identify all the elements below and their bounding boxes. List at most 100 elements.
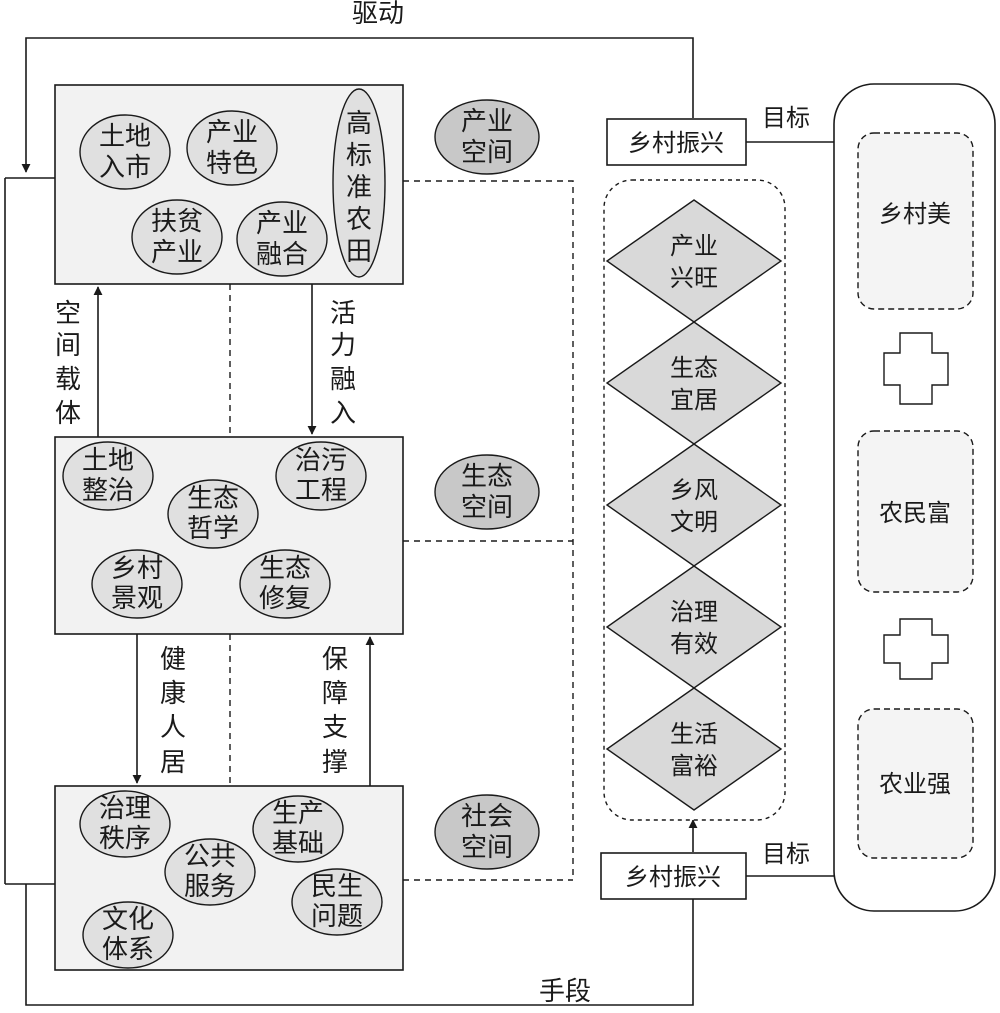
society-item-public-service-line1: 公共 bbox=[184, 842, 236, 872]
diamond-affluent-life: 生活 富裕 bbox=[605, 687, 783, 811]
goal-beautiful-village: 乡村美 bbox=[857, 132, 974, 310]
label-support-1: 保 bbox=[322, 645, 348, 675]
space-tag-industry: 产业 空间 bbox=[434, 99, 540, 175]
target-label-top: 目标 bbox=[762, 104, 810, 132]
space-tag-industry-line1: 产业 bbox=[461, 107, 513, 137]
revitalization-box-bottom-label: 乡村振兴 bbox=[625, 863, 721, 891]
ecology-item-philosophy: 生态 哲学 bbox=[167, 479, 259, 549]
label-vitality-3: 融 bbox=[330, 365, 356, 395]
plus-icon bbox=[883, 618, 949, 680]
diamond-prosperous-industry-line1: 产业 bbox=[670, 232, 718, 260]
space-tag-ecology-line2: 空间 bbox=[461, 493, 513, 523]
ecology-item-landscape: 乡村 景观 bbox=[91, 549, 183, 619]
space-tag-society-line2: 空间 bbox=[461, 833, 513, 863]
industry-item-poverty-relief-line1: 扶贫 bbox=[151, 207, 203, 237]
society-item-culture-system-line2: 体系 bbox=[102, 935, 154, 965]
industry-item-integration: 产业 融合 bbox=[236, 201, 328, 277]
label-support-2: 障 bbox=[322, 679, 348, 709]
label-vitality-2: 力 bbox=[330, 331, 356, 361]
ecology-space-box: 土地 整治 治污 工程 生态 哲学 乡村 景观 生态 修复 bbox=[54, 436, 404, 635]
society-item-production-base: 生产 基础 bbox=[252, 795, 344, 863]
society-item-public-service: 公共 服务 bbox=[164, 838, 256, 906]
society-item-production-base-line2: 基础 bbox=[272, 829, 324, 859]
society-item-governance-order-line2: 秩序 bbox=[99, 824, 151, 854]
revitalization-box-top-label: 乡村振兴 bbox=[628, 129, 724, 157]
label-space-carrier: 空 间 载 体 bbox=[55, 299, 81, 429]
dashed-link-industry bbox=[403, 180, 574, 880]
space-tag-society: 社会 空间 bbox=[434, 794, 540, 870]
plus-icon bbox=[883, 332, 949, 405]
goal-strong-agriculture: 农业强 bbox=[857, 708, 974, 859]
farmland-char-5: 田 bbox=[346, 237, 372, 267]
diamond-prosperous-industry-line2: 兴旺 bbox=[670, 264, 718, 292]
label-vitality: 活 力 融 入 bbox=[330, 299, 356, 429]
industry-item-land-market-line1: 土地 bbox=[99, 122, 151, 152]
label-healthy-living-1: 健 bbox=[160, 645, 186, 675]
label-vitality-1: 活 bbox=[330, 299, 356, 329]
industry-space-box: 土地 入市 产业 特色 扶贫 产业 产业 融合 高 标 准 农 田 bbox=[54, 84, 404, 285]
industry-item-feature: 产业 特色 bbox=[186, 110, 278, 186]
ecology-item-restoration-line1: 生态 bbox=[259, 554, 311, 584]
society-item-public-service-line2: 服务 bbox=[184, 872, 236, 902]
box-arrows bbox=[93, 284, 375, 786]
industry-item-land-market-line2: 入市 bbox=[99, 153, 151, 183]
ecology-item-land-consolidation-line1: 土地 bbox=[82, 446, 134, 476]
society-item-livelihood: 民生 问题 bbox=[291, 868, 383, 936]
ecology-item-pollution-control: 治污 工程 bbox=[275, 441, 367, 511]
revitalization-box-bottom: 乡村振兴 bbox=[600, 852, 747, 900]
means-connector bbox=[25, 854, 694, 1006]
label-support-3: 支 bbox=[322, 713, 348, 743]
diamond-livable-ecology-line1: 生态 bbox=[670, 354, 718, 382]
society-item-livelihood-line2: 问题 bbox=[311, 902, 363, 932]
revitalization-box-top: 乡村振兴 bbox=[606, 118, 747, 166]
society-item-culture-system: 文化 体系 bbox=[82, 901, 174, 969]
society-item-governance-order: 治理 秩序 bbox=[79, 790, 171, 858]
diamond-effective-governance-line2: 有效 bbox=[670, 630, 718, 658]
means-label: 手段 bbox=[539, 977, 591, 1007]
label-healthy-living-2: 康 bbox=[160, 679, 186, 709]
ecology-item-pollution-control-line1: 治污 bbox=[295, 446, 347, 476]
industry-item-feature-line1: 产业 bbox=[206, 118, 258, 148]
society-item-livelihood-line1: 民生 bbox=[311, 872, 363, 902]
diamond-livable-ecology: 生态 宜居 bbox=[605, 321, 783, 445]
label-support: 保 障 支 撑 bbox=[322, 645, 348, 778]
farmland-char-4: 农 bbox=[346, 205, 372, 235]
farmland-char-3: 准 bbox=[346, 173, 372, 203]
goal-column: 乡村美 农民富 农业强 bbox=[833, 83, 996, 912]
society-item-governance-order-line1: 治理 bbox=[99, 794, 151, 824]
drive-label: 驱动 bbox=[352, 0, 404, 29]
dashed-links bbox=[229, 180, 574, 881]
goal-rich-farmers-label: 农民富 bbox=[879, 499, 951, 527]
industry-item-poverty-relief: 扶贫 产业 bbox=[131, 199, 223, 275]
ecology-item-land-consolidation: 土地 整治 bbox=[62, 441, 154, 511]
label-healthy-living-3: 人 bbox=[160, 713, 186, 743]
ecology-item-philosophy-line2: 哲学 bbox=[187, 514, 239, 544]
label-support-4: 撑 bbox=[322, 748, 348, 778]
diamond-affluent-life-line2: 富裕 bbox=[670, 752, 718, 780]
diamond-affluent-life-line1: 生活 bbox=[670, 720, 718, 748]
label-space-carrier-4: 体 bbox=[55, 399, 81, 429]
diamond-civilized-custom-line2: 文明 bbox=[670, 508, 718, 536]
space-tag-society-line1: 社会 bbox=[461, 802, 513, 832]
diamond-effective-governance-line1: 治理 bbox=[670, 598, 718, 626]
ecology-item-pollution-control-line2: 工程 bbox=[295, 476, 347, 506]
label-space-carrier-2: 间 bbox=[55, 331, 81, 361]
ecology-item-philosophy-line1: 生态 bbox=[187, 484, 239, 514]
diamond-column: 产业 兴旺 生态 宜居 乡风 文明 治理 有效 生活 富裕 bbox=[603, 179, 786, 821]
diamond-civilized-custom: 乡风 文明 bbox=[605, 443, 783, 567]
diamond-effective-governance: 治理 有效 bbox=[605, 565, 783, 689]
diamond-prosperous-industry: 产业 兴旺 bbox=[605, 199, 783, 323]
ecology-item-landscape-line2: 景观 bbox=[111, 584, 163, 614]
label-space-carrier-1: 空 bbox=[55, 299, 81, 329]
goal-rich-farmers: 农民富 bbox=[857, 430, 974, 593]
diamond-civilized-custom-line1: 乡风 bbox=[670, 476, 718, 504]
goal-beautiful-village-label: 乡村美 bbox=[879, 200, 951, 228]
ecology-item-restoration-line2: 修复 bbox=[259, 584, 311, 614]
farmland-char-2: 标 bbox=[346, 141, 372, 171]
ecology-item-landscape-line1: 乡村 bbox=[111, 554, 163, 584]
industry-item-integration-line1: 产业 bbox=[256, 209, 308, 239]
society-item-culture-system-line1: 文化 bbox=[102, 905, 154, 935]
industry-item-feature-line2: 特色 bbox=[206, 149, 258, 179]
industry-item-land-market: 土地 入市 bbox=[79, 114, 171, 190]
